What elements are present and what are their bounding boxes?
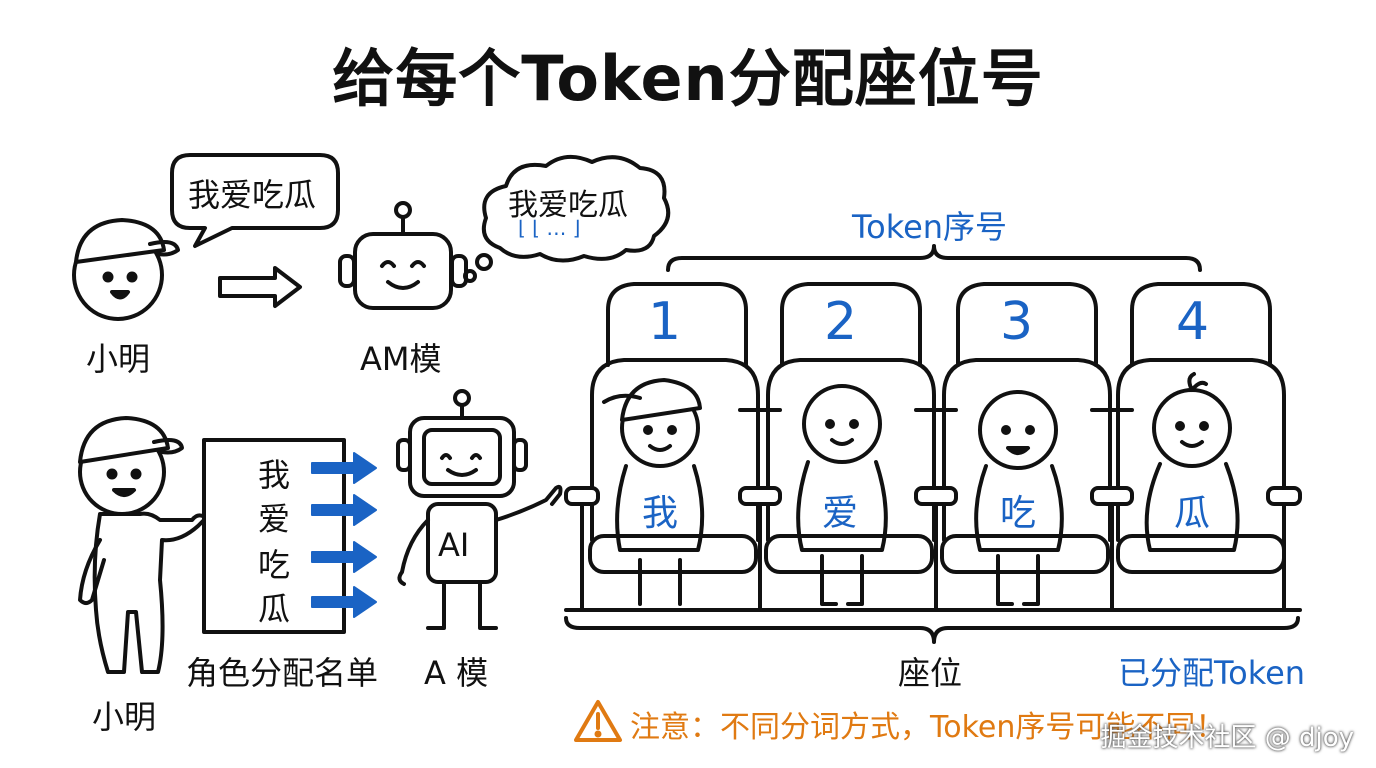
list-char-2: 爱 [258, 500, 291, 538]
person-bottom [78, 416, 208, 674]
seats-brace [564, 616, 1300, 644]
seat-token-3: 吃 [1000, 493, 1037, 534]
thought-bubble [463, 154, 671, 283]
seat-number-4: 4 [1176, 292, 1210, 352]
robot-top-label: AM模 [360, 340, 442, 378]
robot-bottom-label: A 模 [424, 654, 489, 692]
person-top-label: 小明 [86, 340, 151, 378]
robot-bottom [396, 389, 563, 630]
speech-text: 我爱吃瓜 [188, 176, 317, 214]
seat-people [602, 372, 1240, 606]
token-index-label: Token序号 [852, 208, 1008, 246]
person-bottom-label: 小明 [92, 698, 157, 736]
page-title: 给每个Token分配座位号 [332, 42, 1044, 115]
warning-note: 注意：不同分词方式，Token序号可能不同！ [630, 710, 1226, 745]
seat-number-1: 1 [648, 292, 682, 352]
seat-token-4: 瓜 [1174, 493, 1211, 534]
token-brace [666, 244, 1202, 272]
speech-bubble [170, 153, 340, 248]
seat-token-2: 爱 [822, 493, 859, 534]
thought-subtext: ⌊ ⌊ … ⌋ [518, 216, 581, 240]
theater-seats [564, 282, 1302, 612]
warning-icon [574, 700, 622, 742]
list-char-4: 瓜 [258, 590, 291, 628]
seats-label: 座位 [898, 654, 963, 692]
flow-arrow [218, 266, 302, 308]
person-top [72, 218, 180, 321]
list-label: 角色分配名单 [186, 654, 379, 692]
seat-number-3: 3 [1000, 292, 1034, 352]
seat-token-1: 我 [642, 493, 679, 534]
list-char-3: 吃 [258, 546, 291, 584]
robot-chest-text: AI [438, 526, 470, 564]
seat-number-2: 2 [824, 292, 858, 352]
assigned-token-label: 已分配Token [1118, 654, 1306, 692]
thought-text: 我爱吃瓜 [508, 188, 628, 223]
blue-arrows [311, 452, 377, 618]
list-char-1: 我 [258, 456, 291, 494]
watermark: 掘金技术社区 @ djoy [1100, 723, 1354, 753]
robot-top [338, 201, 468, 310]
